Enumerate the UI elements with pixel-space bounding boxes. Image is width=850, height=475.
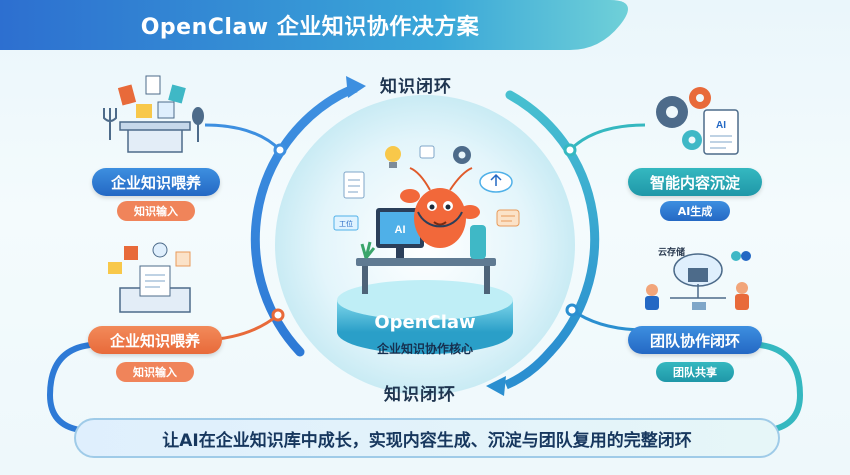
loop-label-top: 知识闭环 <box>380 77 452 97</box>
loop-arrow-bottom-head <box>486 376 506 396</box>
loop-arc-right <box>505 90 600 357</box>
connector-dot-top-left <box>273 143 287 157</box>
workstation-sign <box>333 215 359 231</box>
footer-summary: 让AI在企业知识库中成长，实现内容生成、沉淀与团队复用的完整闭环 <box>74 418 780 458</box>
connector-dot-bottom-left <box>271 308 285 322</box>
connector-top-left <box>204 123 282 152</box>
connector-dot-bottom-right <box>565 303 579 317</box>
lobster-smile <box>433 221 447 226</box>
connector-dot-top-right <box>563 143 577 157</box>
monitor-stand <box>396 248 404 258</box>
node-top-right-sub: AI生成 <box>660 201 730 221</box>
lobster-pupil-right <box>445 204 451 210</box>
loop-arrow-top-head <box>346 76 366 98</box>
chat-bubble-icon <box>496 209 520 227</box>
outer-loop-left <box>46 342 93 433</box>
document-icon <box>343 171 365 199</box>
lobster-antenna-right <box>449 167 473 191</box>
desk-top <box>356 258 496 266</box>
ai-doc-text: AI <box>716 120 726 131</box>
desk-leg-left <box>362 266 368 294</box>
chair-back <box>470 225 486 259</box>
lobster-claw-left <box>400 189 420 203</box>
monitor-screen <box>380 212 420 244</box>
cloud-storage-label: 云存储 <box>658 248 686 258</box>
lobster-pupil-left <box>429 204 435 210</box>
node-bottom-left-sub: 知识输入 <box>116 362 194 382</box>
cloud-team-icon <box>645 251 751 310</box>
desk-leg-right <box>484 266 490 294</box>
lobster-headset <box>417 211 463 228</box>
lobster-body <box>414 188 466 248</box>
monitor-text: AI <box>395 224 406 236</box>
loop-arrow-bottom-stroke <box>504 349 554 390</box>
workstation-sign-text: 工位 <box>339 219 353 228</box>
lobster-claw-right <box>460 205 480 219</box>
page-title: OpenClaw 企业知识协作决方案 <box>140 15 480 40</box>
node-bottom-right-sub: 团队共享 <box>656 362 734 382</box>
node-bottom-right-label: 团队协作闭环 <box>628 326 762 354</box>
core-title: OpenClaw <box>374 312 476 333</box>
plant-icon <box>360 241 376 259</box>
lobster-antenna-left <box>409 167 431 191</box>
node-top-left-label: 企业知识喂养 <box>92 168 220 196</box>
loop-label-bottom: 知识闭环 <box>384 385 456 405</box>
message-icon <box>419 145 435 159</box>
cloud-upload-icon <box>479 171 513 193</box>
podium-top <box>337 280 513 320</box>
node-top-right-label: 智能内容沉淀 <box>628 168 762 196</box>
lightbulb-icon <box>385 146 401 168</box>
outer-loop-right <box>757 342 804 433</box>
core-subtitle: 企业知识协作核心 <box>376 342 473 356</box>
node-top-left-sub: 知识输入 <box>117 201 195 221</box>
node-bottom-left-label: 企业知识喂养 <box>88 326 222 354</box>
gear-icon <box>453 146 471 164</box>
knowledge-intake-box-icon <box>103 75 204 153</box>
connector-top-right <box>568 123 646 152</box>
title-banner: OpenClaw 企业知识协作决方案 <box>0 0 850 50</box>
file-inbox-icon <box>108 242 191 313</box>
title-banner-shape <box>0 0 628 50</box>
ai-gears-document-icon: AI <box>656 87 739 155</box>
